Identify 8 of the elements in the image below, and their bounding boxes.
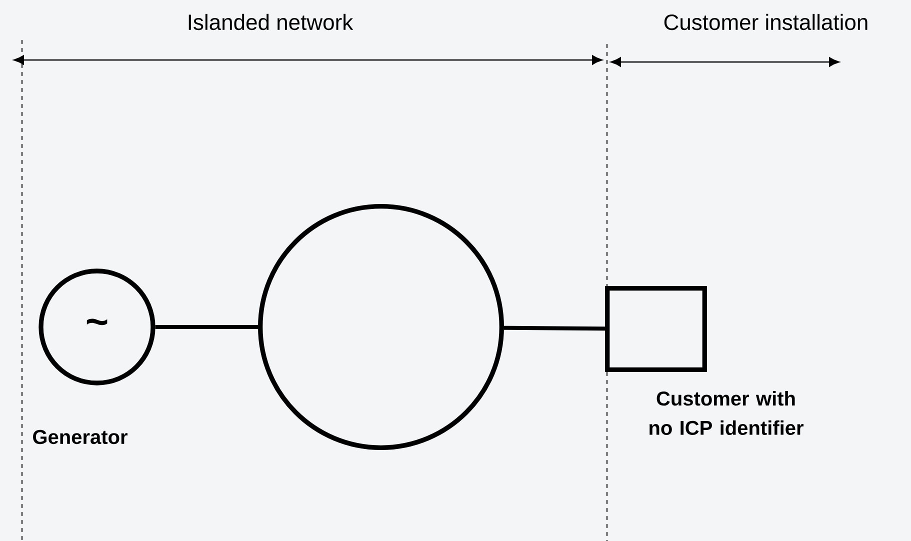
connector-line [504, 326, 606, 331]
node-caption: Customer with no ICP identifier [650, 390, 804, 435]
customer-box [605, 286, 707, 372]
connector-line [155, 325, 258, 329]
node-caption: Generator [33, 430, 128, 444]
section-label: Islanded network [188, 14, 354, 30]
circle-symbol [258, 204, 504, 450]
section-label: Customer installation [664, 14, 868, 30]
